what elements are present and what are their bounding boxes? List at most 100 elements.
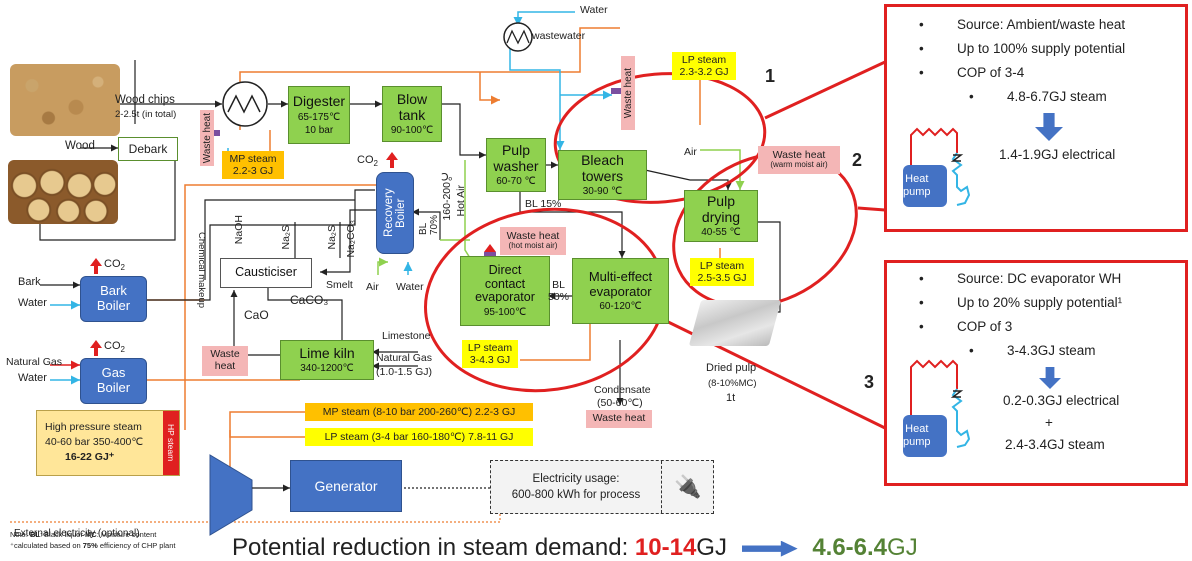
co2-recovery-label: CO2	[357, 154, 378, 168]
panel1-bullet-potential: Up to 100% supply potential	[957, 41, 1125, 56]
lp-steam-bar: LP steam (3-4 bar 160-180℃) 7.8-11 GJ	[305, 428, 533, 446]
dried-pulp-mc-label: (8-10%MC)	[708, 378, 757, 389]
bl-50-label: BL 50%	[548, 280, 569, 303]
causticiser-unit: Causticiser	[220, 258, 312, 288]
limestone-label: Limestone	[382, 330, 430, 342]
naoh-label: NaOH	[233, 215, 245, 244]
marker-1: 1	[765, 66, 775, 87]
panel3-down-arrow-icon	[1039, 367, 1061, 389]
wood-chips-image	[10, 64, 120, 136]
waste-heat-digester-tag: Waste heat	[200, 110, 214, 166]
bl-15-label: BL 15%	[525, 198, 561, 210]
co2-bark-label: CO2	[104, 258, 125, 272]
hot-air-label: Hot Air	[455, 185, 467, 217]
waste-heat-kiln-tag: Waste heat	[202, 346, 248, 376]
panel3-plus: +	[1045, 415, 1053, 430]
lp-steam-evap-tag: LP steam 3-4.3 GJ	[462, 340, 518, 368]
lp-steam-bleach-tag: LP steam 2.3-3.2 GJ	[672, 52, 736, 80]
recovery-boiler-unit: Recovery Boiler	[376, 172, 414, 254]
heat-pump-panel-3: Source: DC evaporator WH Up to 20% suppl…	[884, 260, 1188, 486]
cao-label: CaO	[244, 308, 269, 322]
natural-gas-label: Natural Gas	[6, 356, 62, 368]
mp-steam-digester-tag: MP steam 2.2-3 GJ	[222, 151, 284, 179]
electricity-line2: 600-800 kWh for process	[512, 487, 640, 503]
heat-exchanger-top	[504, 23, 532, 51]
panel1-bullet-cop: COP of 3-4	[957, 65, 1024, 80]
pulp-washer-unit: Pulp washer 60-70 ℃	[486, 138, 546, 192]
na2co3-label: Na₂CO₃	[345, 220, 357, 258]
dried-pulp-label: Dried pulp	[706, 362, 756, 374]
panel1-heat-pump-icon	[897, 125, 987, 215]
digester-unit: Digester 65-175℃ 10 bar	[288, 86, 350, 144]
hot-air-temp-label: 160-200℃	[441, 170, 453, 221]
generator-unit: Generator	[290, 460, 402, 512]
wood-chips-label: Wood chips	[115, 94, 175, 106]
hp-steam-line3: 16-22 GJ⁺	[65, 451, 114, 463]
electricity-usage-box: Electricity usage: 600-800 kWh for proce…	[490, 460, 714, 514]
multi-effect-evaporator-unit: Multi-effect evaporator 60-120℃	[572, 258, 669, 324]
wastewater-label: wastewater	[532, 30, 585, 42]
waste-heat-top-tag: Waste heat	[621, 56, 635, 130]
bleach-towers-unit: Bleach towers 30-90 ℃	[558, 150, 647, 200]
notes-line1: Note: BL: Black liquor MC: Moisture cont…	[10, 530, 156, 539]
mp-steam-bar: MP steam (8-10 bar 200-260℃) 2.2-3 GJ	[305, 403, 533, 421]
marker-3: 3	[864, 372, 874, 393]
lp-steam-drying-tag: LP steam 2.5-3.5 GJ	[690, 258, 754, 286]
electricity-line1: Electricity usage:	[533, 471, 620, 487]
panel3-bullet-cop: COP of 3	[957, 319, 1012, 334]
heat-exchanger-left	[223, 82, 267, 126]
blow-tank-unit: Blow tank 90-100℃	[382, 86, 442, 142]
caco3-label: CaCO₃	[290, 293, 328, 307]
water-bark-label: Water	[18, 297, 47, 309]
hp-steam-line2: 40-60 bar 350-400℃	[45, 436, 143, 448]
panel3-bullet-potential: Up to 20% supply potential¹	[957, 295, 1122, 310]
smelt-label: Smelt	[326, 279, 353, 291]
condensate-temp-label: (50-60℃)	[597, 397, 643, 409]
panel1-steam-value: 4.8-6.7GJ steam	[1007, 89, 1107, 104]
panel1-heat-pump-label: Heat pump	[903, 173, 931, 199]
panel3-bullet-source: Source: DC evaporator WH	[957, 271, 1121, 286]
steam-reduction-text: Potential reduction in steam demand: 10-…	[232, 536, 918, 560]
water-gas-label: Water	[18, 372, 47, 384]
condensate-label: Condensate	[594, 384, 651, 396]
dried-pulp-image	[689, 300, 781, 346]
panel3-steam-output: 2.4-3.4GJ steam	[1005, 437, 1105, 452]
air-rb-label: Air	[366, 281, 379, 293]
na2s-label-a: Na₂S	[280, 225, 292, 250]
waste-heat-dc-tag: Waste heat (hot moist air)	[500, 227, 566, 255]
air-bleach-label: Air	[684, 146, 697, 158]
waste-heat-drying-tag: Waste heat (warm moist air)	[758, 146, 840, 174]
wood-label: Wood	[65, 140, 95, 152]
heat-pump-panel-1: Source: Ambient/waste heat Up to 100% su…	[884, 4, 1188, 232]
bark-label: Bark	[18, 276, 41, 288]
chemical-makeup-label: Chemical makeup	[196, 232, 207, 308]
direct-contact-evaporator-unit: Direct contact evaporator 95-100℃	[460, 256, 550, 326]
panel3-heat-pump-label: Heat pump	[903, 423, 931, 449]
panel1-electrical-value: 1.4-1.9GJ electrical	[999, 147, 1115, 162]
dried-pulp-amount-label: 1t	[726, 392, 735, 404]
bark-boiler-unit: Bark Boiler	[80, 276, 147, 322]
panel1-down-arrow-icon	[1035, 113, 1063, 141]
bl-70-label: BL 70%	[418, 215, 440, 235]
natural-gas-kiln-label: Natural Gas	[376, 352, 432, 364]
water-rb-label: Water	[396, 281, 424, 293]
pulp-drying-unit: Pulp drying 40-55 ℃	[684, 190, 758, 242]
lime-kiln-unit: Lime kiln 340-1200℃	[280, 340, 374, 380]
wood-logs-image	[8, 160, 118, 224]
natural-gas-kiln-amount: (1.0-1.5 GJ)	[376, 366, 432, 378]
plug-icon: 🔌	[661, 461, 714, 513]
hp-steam-box: High pressure steam 40-60 bar 350-400℃ 1…	[36, 410, 180, 476]
turbine-shape	[210, 455, 252, 535]
na2s-label-b: Na₂S	[326, 225, 338, 250]
co2-gas-label: CO2	[104, 340, 125, 354]
debark-box: Debark	[118, 137, 178, 161]
gas-boiler-unit: Gas Boiler	[80, 358, 147, 404]
marker-2: 2	[852, 150, 862, 171]
hp-steam-line1: High pressure steam	[45, 421, 142, 433]
waste-heat-condensate-tag: Waste heat	[586, 410, 652, 428]
panel3-steam-value: 3-4.3GJ steam	[1007, 343, 1096, 358]
reduction-arrow-icon	[742, 541, 798, 557]
notes-line2: ⁺calculated based on 75% efficiency of C…	[10, 541, 175, 550]
wood-chips-amount: 2-2.5t (in total)	[115, 109, 176, 120]
panel1-bullet-source: Source: Ambient/waste heat	[957, 17, 1125, 32]
